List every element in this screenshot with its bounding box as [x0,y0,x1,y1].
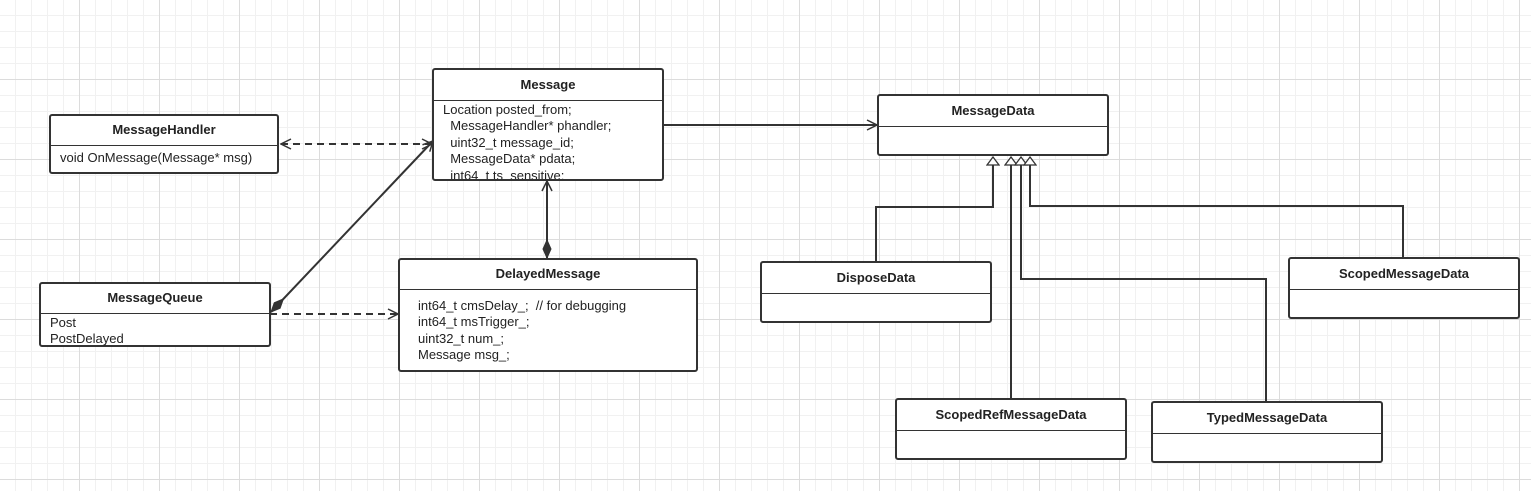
member-line: int64_t cmsDelay_; // for debugging [418,298,627,313]
member-line: int64_t msTrigger_; [418,314,530,330]
queue-message-composition-edge [271,141,433,312]
class-delayed-message[interactable]: DelayedMessage int64_t cmsDelay_; // for… [398,258,698,372]
class-message-data[interactable]: MessageData [877,94,1109,156]
class-members: void OnMessage(Message* msg) [60,150,253,165]
class-name: MessageHandler [51,116,277,146]
class-message[interactable]: Message Location posted_from; MessageHan… [432,68,664,181]
member-line: MessageData* pdata; [443,151,576,167]
class-typed-message-data[interactable]: TypedMessageData [1151,401,1383,463]
member-line: PostDelayed [50,331,124,347]
scopedmessagedata-inheritance-edge [1030,157,1404,258]
member-line: Location posted_from; [443,102,572,117]
class-name: ScopedMessageData [1290,259,1518,290]
member-line: Post [50,315,77,330]
member-line: MessageHandler* phandler; [443,118,612,134]
class-name: DisposeData [762,263,990,294]
typedmessagedata-inheritance-edge [1021,157,1267,402]
class-scoped-message-data[interactable]: ScopedMessageData [1288,257,1520,319]
class-name: MessageData [879,96,1107,127]
class-message-handler[interactable]: MessageHandler void OnMessage(Message* m… [49,114,279,174]
member-line: Message msg_; [418,347,510,363]
member-line: uint32_t message_id; [443,134,574,150]
class-name: MessageQueue [41,284,269,314]
member-line: uint32_t num_; [418,330,505,346]
class-name: Message [434,70,662,101]
class-dispose-data[interactable]: DisposeData [760,261,992,323]
class-name: DelayedMessage [400,260,696,290]
member-line: int64_t ts_sensitive; [443,167,565,179]
class-name: TypedMessageData [1153,403,1381,434]
class-scoped-ref-message-data[interactable]: ScopedRefMessageData [895,398,1127,460]
class-name: ScopedRefMessageData [897,400,1125,431]
class-members: Location posted_from; MessageHandler* ph… [434,101,662,179]
disposedata-inheritance-edge [875,157,993,262]
